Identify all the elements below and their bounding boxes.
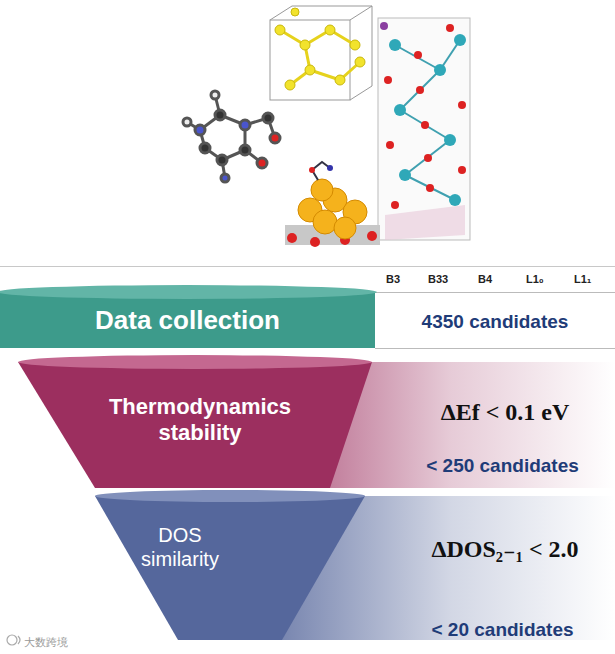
watermark: 大数跨境 bbox=[24, 636, 68, 648]
criterion: ΔEf < 0.1 eV bbox=[441, 398, 570, 427]
panel-rule bbox=[375, 348, 615, 349]
candidate-count: < 20 candidates bbox=[431, 619, 573, 642]
structure-type: L1₁ bbox=[574, 273, 591, 285]
panel-rule bbox=[375, 292, 615, 293]
funnel-body bbox=[95, 496, 365, 640]
molecule-illustration bbox=[183, 91, 280, 182]
gold-cluster bbox=[285, 162, 380, 247]
funnel-rim bbox=[18, 355, 372, 369]
structure-type: B33 bbox=[428, 273, 448, 285]
stage-name: DOS similarity bbox=[120, 523, 240, 571]
candidate-count: < 250 candidates bbox=[426, 455, 579, 478]
funnel-body bbox=[18, 362, 372, 488]
stage-name: Data collection bbox=[95, 305, 280, 336]
funnel-body bbox=[0, 292, 375, 348]
oxide-crystal bbox=[378, 18, 470, 240]
watermark-icon bbox=[7, 635, 20, 645]
candidate-count: 4350 candidates bbox=[422, 311, 569, 334]
stage-name: Thermodynamics stability bbox=[70, 394, 330, 447]
structure-type: B4 bbox=[478, 273, 492, 285]
structure-type: L1₀ bbox=[526, 273, 544, 285]
criterion: ΔDOS₂₋₁ < 2.0 bbox=[431, 535, 578, 564]
stage-band: Thermodynamics stability ΔEf < 0.1 eV < 25… bbox=[0, 354, 615, 492]
funnel-rim bbox=[0, 285, 377, 299]
stage-band: DOS similarity ΔDOS₂₋₁ < 2.0 < 20 candidat… bbox=[0, 490, 615, 654]
yellow-crystal bbox=[270, 6, 372, 100]
table-rule bbox=[0, 266, 615, 267]
funnel-rim bbox=[95, 490, 365, 502]
structure-type: B3 bbox=[386, 273, 400, 285]
stage-band: Data collection 4350 candidates bbox=[0, 284, 615, 356]
